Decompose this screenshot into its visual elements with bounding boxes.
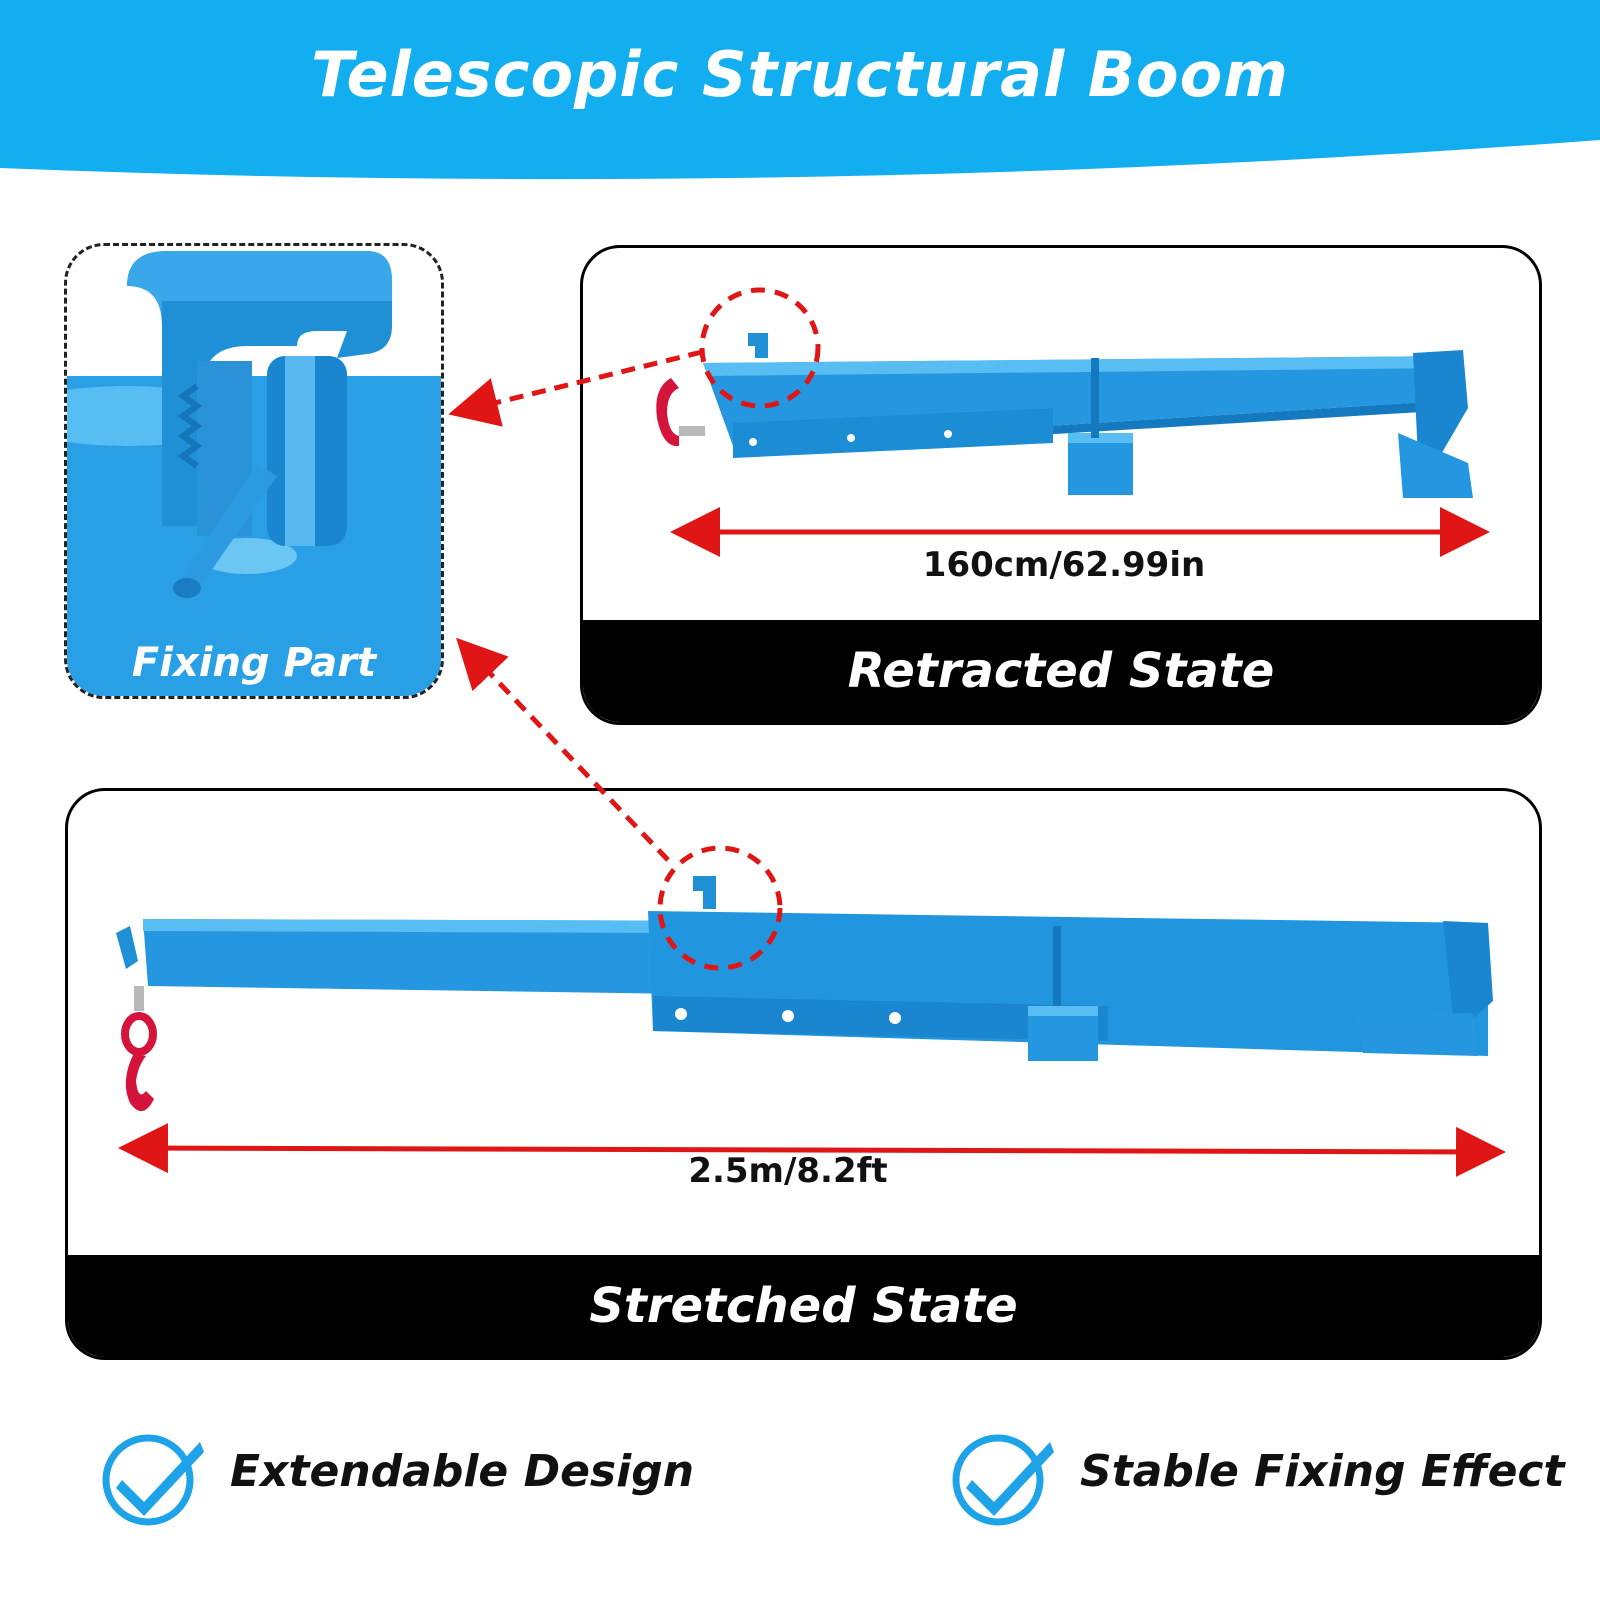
check-circle-icon xyxy=(102,1434,204,1526)
banner-shape xyxy=(0,0,1600,180)
retracted-boom-image xyxy=(656,333,1473,498)
stretched-state-label: Stretched State xyxy=(68,1255,1539,1357)
stretched-dimension-label: 2.5m/8.2ft xyxy=(688,1151,888,1191)
feature-stable-fixing-effect: Stable Fixing Effect xyxy=(950,1428,1565,1528)
fixing-part-label: Fixing Part xyxy=(131,640,377,686)
stretched-state-panel: 2.5m/8.2ft Stretched State xyxy=(65,788,1542,1360)
fixing-part-image xyxy=(67,251,441,696)
fixing-part-detail: Fixing Part xyxy=(64,243,444,699)
check-circle-icon xyxy=(952,1434,1054,1526)
feature-extendable-design: Extendable Design xyxy=(100,1428,700,1528)
page-title: Telescopic Structural Boom xyxy=(311,38,1289,111)
retracted-state-label: Retracted State xyxy=(583,620,1539,722)
feature-label: Stable Fixing Effect xyxy=(1080,1446,1565,1497)
retracted-state-panel: 160cm/62.99in Retracted State xyxy=(580,245,1542,725)
retracted-dimension-label: 160cm/62.99in xyxy=(922,545,1206,585)
stretched-boom-image xyxy=(116,876,1493,1112)
feature-label: Extendable Design xyxy=(230,1446,695,1497)
header-banner: Telescopic Structural Boom xyxy=(0,0,1600,190)
